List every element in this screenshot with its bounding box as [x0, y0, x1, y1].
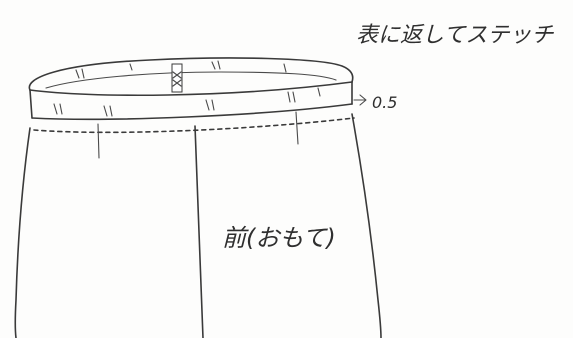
tag-cross	[172, 71, 182, 87]
stitch-tick-left	[97, 123, 100, 159]
gather-mark	[283, 63, 287, 73]
gather-mark	[129, 63, 133, 71]
measurement-label: 0.5	[372, 93, 397, 112]
waistband-left-edge	[29, 89, 33, 119]
measurement-arrow	[353, 94, 367, 106]
waistband-back-rim	[28, 57, 354, 91]
waistband-inner-opening	[45, 71, 337, 89]
gather-mark	[211, 60, 221, 70]
stitch-tick-right	[295, 111, 299, 145]
skirt-right-side-line	[351, 113, 382, 338]
waistband-lower-edge	[31, 103, 353, 121]
gather-mark	[317, 87, 321, 97]
gather-mark	[75, 68, 85, 79]
gather-mark	[103, 105, 113, 117]
topstitch-line	[33, 117, 355, 134]
waistband-front-upper-edge	[29, 81, 353, 97]
center-back-tag	[171, 63, 183, 93]
front-panel-label: 前(おもて)	[222, 224, 336, 252]
center-seam-line	[194, 125, 204, 338]
gather-mark	[205, 99, 215, 111]
gather-mark	[53, 103, 63, 115]
gather-mark	[287, 91, 296, 103]
instruction-text: 表に返してステッチ	[356, 23, 554, 48]
skirt-left-side-line	[14, 127, 31, 338]
